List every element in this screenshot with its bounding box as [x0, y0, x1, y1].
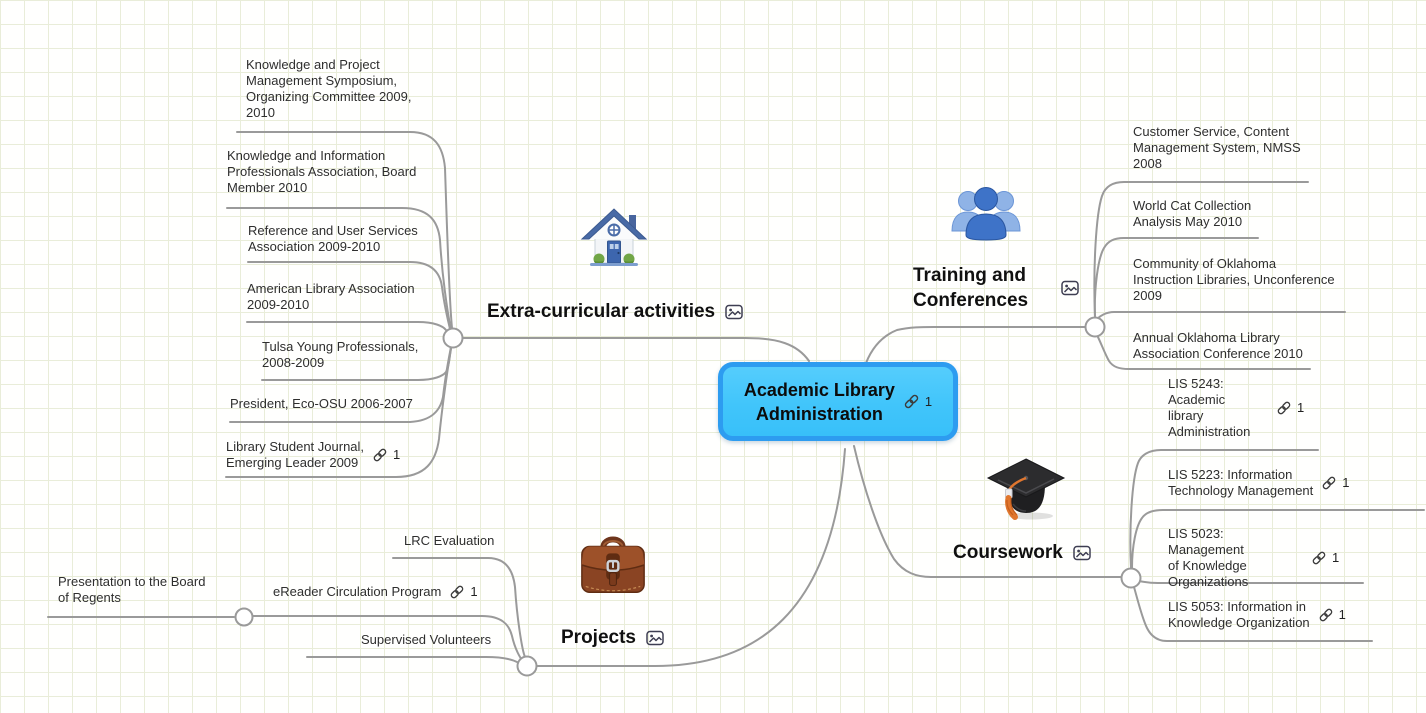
branch-label-text: Projects: [561, 627, 636, 648]
central-topic[interactable]: Academic Library Administration 1: [718, 362, 958, 441]
mindmap-node[interactable]: Library Student Journal, Emerging Leader…: [226, 439, 401, 470]
mindmap-node[interactable]: World Cat Collection Analysis May 2010: [1133, 198, 1252, 229]
link-count: 1: [924, 394, 933, 409]
image-attachment-icon[interactable]: [646, 630, 664, 646]
mindmap-node[interactable]: Reference and User Services Association …: [248, 223, 418, 254]
branch-label-text: Coursework: [953, 542, 1063, 563]
central-topic-label: Academic Library Administration: [743, 379, 895, 424]
branch-coursework[interactable]: Coursework: [953, 540, 1091, 565]
branch-connector-dot[interactable]: [1120, 567, 1142, 589]
connector: [1096, 334, 1311, 370]
branch-connector-dot[interactable]: [442, 327, 464, 349]
mindmap-node[interactable]: Supervised Volunteers: [361, 632, 492, 647]
link-attachment[interactable]: 1: [372, 447, 400, 463]
link-icon: [373, 448, 387, 462]
link-count: 1: [1332, 550, 1340, 565]
mindmap-node[interactable]: American Library Association 2009-2010: [247, 281, 415, 312]
connector: [226, 207, 452, 331]
mindmap-node[interactable]: Tulsa Young Professionals, 2008-2009: [262, 339, 419, 370]
mindmap-node[interactable]: LRC Evaluation: [404, 533, 495, 548]
mindmap-node[interactable]: Presentation to the Board of Regents: [58, 574, 206, 605]
link-icon: [1312, 551, 1326, 565]
connector-main: [853, 445, 1122, 578]
branch-connector-dot[interactable]: [1084, 316, 1106, 338]
mindmap-node[interactable]: Customer Service, Content Management Sys…: [1133, 124, 1301, 171]
link-count: 1: [1338, 607, 1346, 622]
connector: [247, 261, 452, 334]
mindmap-node[interactable]: LIS 5243: Academic library Administratio…: [1168, 376, 1305, 439]
mindmap-node[interactable]: Knowledge and Information Professionals …: [227, 148, 417, 195]
link-icon: [904, 394, 919, 409]
branch-label-text: Training and Conferences: [913, 265, 1029, 311]
link-attachment[interactable]: 1: [1321, 475, 1350, 491]
branch-extra-curricular[interactable]: Extra-curricular activities: [487, 299, 743, 324]
link-count: 1: [1297, 400, 1305, 415]
briefcase-icon: [577, 532, 649, 598]
mindmap-node[interactable]: LIS 5223: Information Technology Managem…: [1168, 467, 1350, 498]
mindmap-node[interactable]: LIS 5023: Management of Knowledge Organi…: [1168, 526, 1340, 589]
connector-main: [536, 448, 846, 667]
mindmap-node[interactable]: LIS 5053: Information in Knowledge Organ…: [1168, 599, 1346, 630]
people-icon: [944, 178, 1028, 248]
link-icon: [1319, 608, 1332, 622]
connector-main: [865, 326, 1086, 364]
connector: [392, 557, 526, 658]
branch-label-text: Extra-curricular activities: [487, 301, 716, 322]
mindmap-node[interactable]: eReader Circulation Program 1: [273, 584, 478, 600]
connector: [1133, 586, 1373, 642]
image-attachment-icon[interactable]: [1073, 545, 1091, 561]
connector: [246, 321, 451, 336]
mindmap-node[interactable]: President, Eco-OSU 2006-2007: [230, 396, 413, 411]
link-icon: [1322, 476, 1336, 490]
link-icon: [451, 585, 464, 599]
link-attachment[interactable]: 1: [1318, 607, 1346, 623]
branch-projects[interactable]: Projects: [561, 625, 664, 650]
connector: [1096, 311, 1346, 320]
branch-training-conferences[interactable]: Training and Conferences: [913, 263, 1079, 313]
link-count: 1: [470, 584, 478, 599]
connector: [306, 656, 518, 663]
link-attachment[interactable]: 1: [449, 584, 478, 600]
connector-main: [462, 337, 810, 362]
mindmap-node[interactable]: Knowledge and Project Management Symposi…: [246, 57, 412, 120]
mindmap-node[interactable]: Community of Oklahoma Instruction Librar…: [1133, 256, 1335, 303]
link-attachment[interactable]: 1: [1276, 400, 1304, 416]
image-attachment-icon[interactable]: [725, 304, 743, 320]
branch-connector-dot[interactable]: [234, 607, 254, 627]
mindmap-node[interactable]: Annual Oklahoma Library Association Conf…: [1133, 330, 1303, 361]
connector: [1093, 237, 1259, 318]
link-attachment[interactable]: 1: [903, 393, 932, 410]
house-icon: [577, 203, 651, 277]
graduation-cap-icon: [983, 452, 1067, 528]
link-count: 1: [393, 447, 401, 462]
link-count: 1: [1342, 475, 1350, 490]
connector: [1129, 449, 1319, 569]
connector: [252, 615, 524, 662]
link-attachment[interactable]: 1: [1311, 550, 1339, 566]
connector: [1093, 181, 1309, 318]
connector: [236, 131, 453, 329]
link-icon: [1277, 401, 1291, 415]
branch-connector-dot[interactable]: [516, 655, 538, 677]
connector: [225, 348, 452, 478]
image-attachment-icon[interactable]: [1061, 280, 1079, 296]
connector: [1131, 509, 1425, 569]
